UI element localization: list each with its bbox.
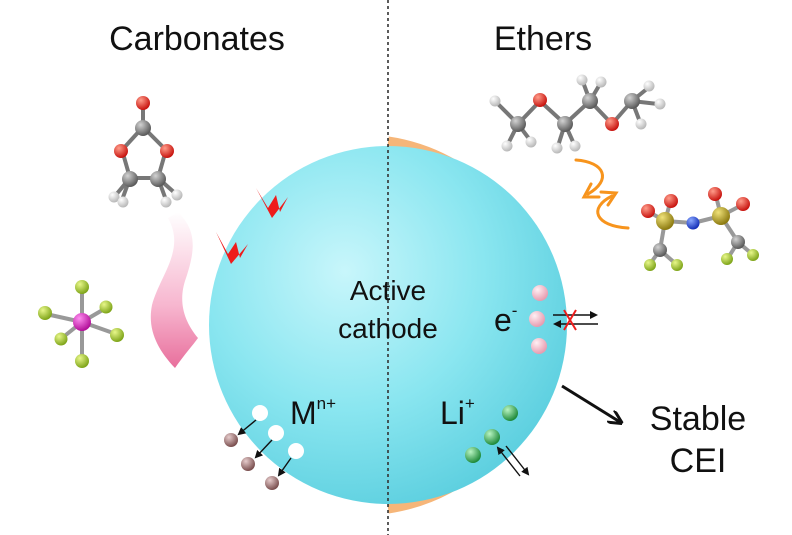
lithium-transport-group: Li+ (440, 394, 530, 477)
active-cathode-label-line2: cathode (338, 313, 438, 344)
metal-dissolution-group: Mn+ (224, 394, 336, 490)
dimethoxyethane-molecule-icon (489, 74, 666, 154)
carbonates-heading: Carbonates (109, 20, 285, 58)
decomposition-swoosh (150, 212, 198, 368)
active-cathode-label-line1: Active (350, 275, 426, 306)
tfsi-anion-icon (641, 187, 759, 271)
attack-arrow-lower (216, 232, 248, 264)
oxidation-attack-arrows (216, 188, 288, 264)
cycle-arrows-icon (574, 158, 630, 230)
ethers-heading: Ethers (494, 20, 592, 58)
ethylene-carbonate-molecule-icon (108, 96, 183, 208)
stable-cei-label-line1: Stable (650, 400, 746, 438)
attack-arrow-upper (256, 188, 288, 218)
electron-blocked-group: e- (494, 285, 598, 354)
lithium-ion-label: Li+ (440, 394, 475, 431)
metal-ion-label: Mn+ (290, 394, 336, 431)
cei-pointer-arrow (561, 384, 620, 422)
electron-label: e- (494, 301, 517, 338)
pf6-anion-icon (38, 280, 124, 368)
stable-cei-label-line2: CEI (670, 442, 727, 480)
